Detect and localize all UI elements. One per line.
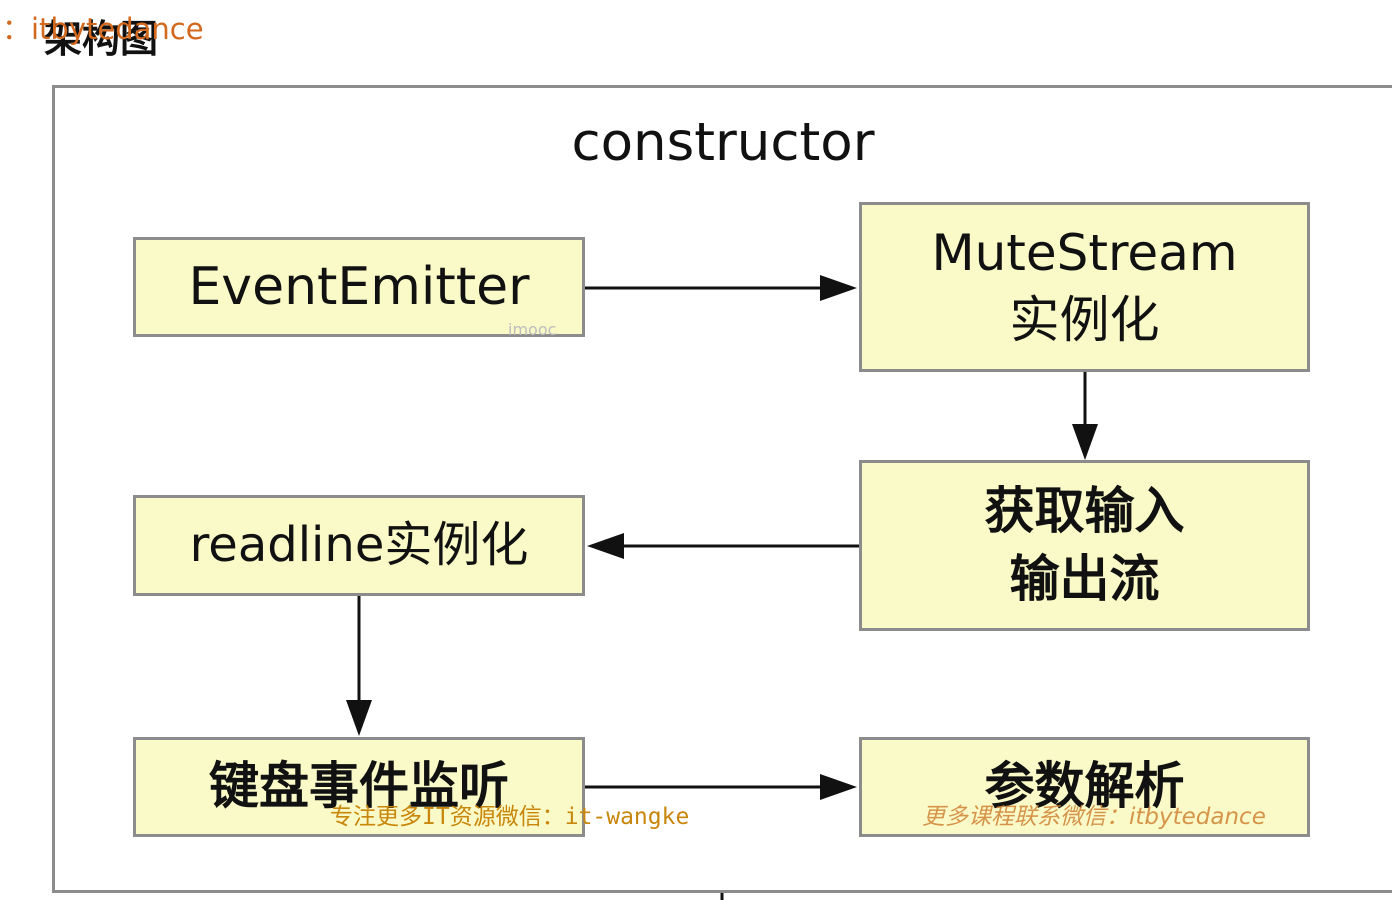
box-param-parse-label: 参数解析 (984, 757, 1185, 816)
diagram-title: constructor (571, 112, 875, 173)
box-get-io-stream-label-1: 获取输入 (984, 482, 1185, 540)
watermark-imooc: imooc (508, 320, 557, 339)
box-readline-label: readline实例化 (189, 517, 529, 574)
box-readline: readline实例化 (133, 495, 585, 596)
box-keyboard-listen: 键盘事件监听 (133, 737, 585, 837)
watermark-top: ：itbytedance (2, 12, 204, 46)
box-event-emitter-label: EventEmitter (188, 256, 530, 317)
box-get-io-stream-label-2: 输出流 (1009, 549, 1160, 608)
page-title: 架构图 (44, 17, 159, 61)
box-param-parse: 参数解析 (859, 737, 1310, 837)
box-mute-stream-label-1: MuteStream (931, 223, 1238, 282)
box-mute-stream-label-2: 实例化 (1009, 291, 1160, 349)
box-get-io-stream: 获取输入 输出流 (859, 460, 1310, 631)
watermark-right: 更多课程联系微信：itbytedance (922, 804, 1266, 830)
box-event-emitter: EventEmitter (133, 237, 585, 337)
box-keyboard-listen-label: 键盘事件监听 (209, 757, 509, 816)
watermark-middle: 专注更多IT资源微信：it-wangke (330, 804, 690, 830)
box-mute-stream: MuteStream 实例化 (859, 202, 1310, 372)
